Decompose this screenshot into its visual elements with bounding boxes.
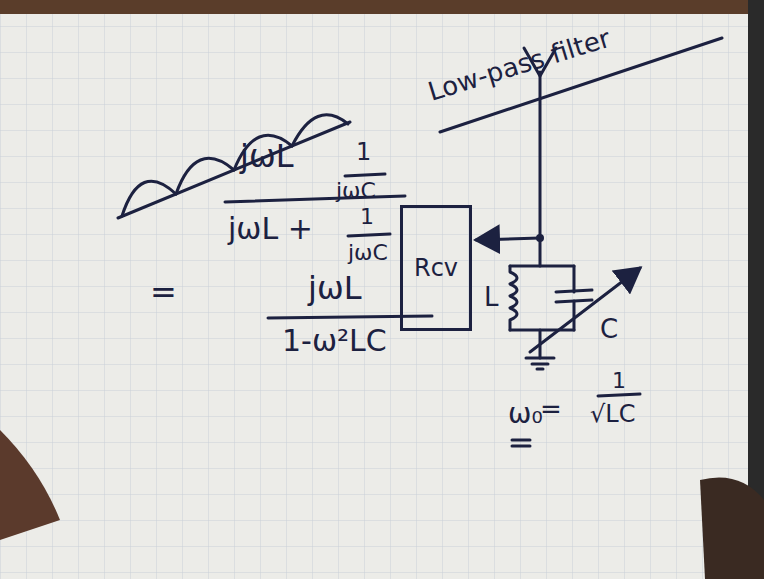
receiver-box: Rcv [400, 205, 472, 331]
formula-text: 1 [612, 370, 626, 392]
formula-text: 1 [356, 140, 371, 164]
formula-text: 1 [360, 206, 374, 228]
formula-text: L [484, 284, 499, 310]
formula-text: jωL [240, 140, 294, 172]
formula-text: jωC [348, 242, 388, 264]
formula-text: jωC [336, 180, 376, 202]
formula-text: jωL + [228, 214, 313, 244]
formula-text: = [150, 276, 177, 308]
formula-text: 1-ω²LC [282, 326, 387, 356]
box-label: Rcv [414, 254, 458, 282]
formula-text: = [540, 396, 562, 422]
formula-text: C [600, 316, 618, 342]
formula-text: ω₀ [508, 400, 543, 428]
formula-text: jωL [308, 272, 362, 304]
formula-text: √LC [590, 402, 635, 426]
